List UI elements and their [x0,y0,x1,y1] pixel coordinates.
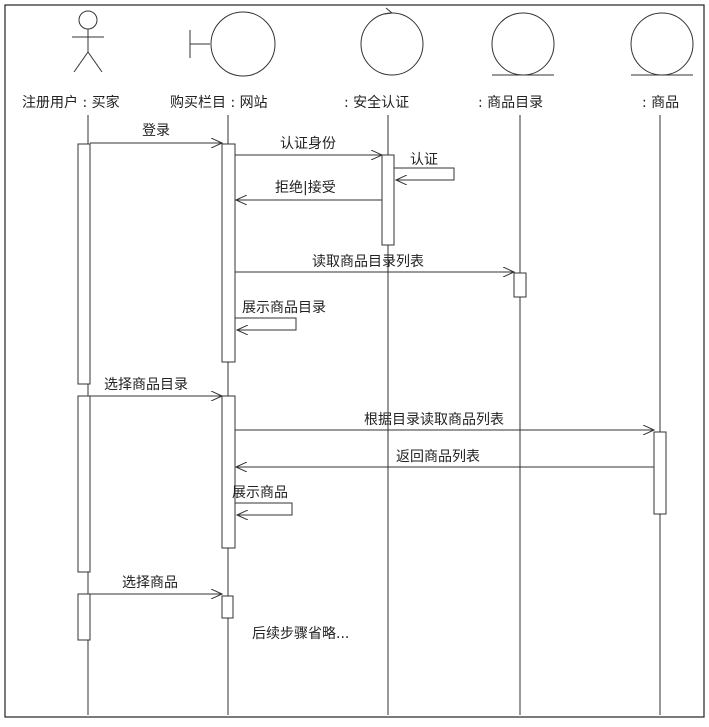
entity-icon [630,12,694,76]
activation-bar [221,595,234,619]
message-label: 认证身份 [280,136,336,152]
message-label: 登录 [142,123,170,139]
control-icon [360,7,424,76]
message-label: 选择商品目录 [104,377,188,393]
self-message-arrow [394,167,455,180]
activation-bar [221,143,236,363]
footnote: 后续步骤省略... [252,625,349,642]
participant-label-cart: 购买栏目 : 网站 [170,95,268,111]
message-label: 返回商品列表 [396,449,480,465]
diagram-frame [4,4,705,718]
participant-label-buyer: 注册用户 : 买家 [22,94,120,111]
message-label: 展示商品 [232,485,288,501]
message-label: 选择商品 [122,575,178,591]
self-message-arrow [235,502,293,515]
entity-icon [491,12,555,76]
activation-bar [513,272,527,298]
activation-bar [77,593,91,641]
message-label: 展示商品目录 [242,300,326,316]
activation-bar [77,143,91,385]
message-label: 认证 [410,152,438,168]
activation-bar [653,431,667,515]
participant-label-auth: : 安全认证 [344,94,409,111]
self-message-arrow [235,317,297,330]
participant-label-catalog: : 商品目录 [478,95,543,111]
message-label: 读取商品目录列表 [312,253,424,270]
participant-label-product: : 商品 [642,95,679,111]
message-label: 根据目录读取商品列表 [364,411,504,428]
activation-bar [77,395,91,573]
boundary-icon [189,11,276,77]
actor-stick-figure-icon [72,10,104,73]
activation-bar [221,395,236,549]
activation-bar [381,154,395,246]
message-label: 拒绝|接受 [275,179,336,196]
